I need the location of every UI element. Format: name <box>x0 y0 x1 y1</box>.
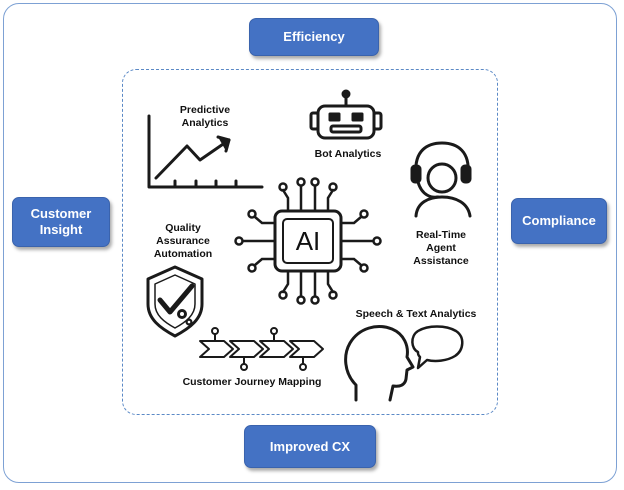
ai-chip-icon <box>234 177 382 305</box>
shield-check-icon <box>146 265 204 338</box>
head-speech-icon <box>344 325 464 402</box>
label-quality-assurance-automation: Quality Assurance Automation <box>153 222 213 260</box>
label-speech-text-analytics: Speech & Text Analytics <box>355 308 477 320</box>
inner-dashed-frame <box>122 69 498 415</box>
outer-frame <box>3 3 617 483</box>
theme-improved-cx: Improved CX <box>244 425 376 468</box>
theme-compliance: Compliance <box>511 198 607 244</box>
label-customer-journey-mapping: Customer Journey Mapping <box>182 376 322 388</box>
theme-customer-insight: Customer Insight <box>12 197 110 247</box>
robot-icon <box>309 89 383 140</box>
label-bot-analytics: Bot Analytics <box>314 148 382 160</box>
journey-arrows-icon <box>199 327 324 371</box>
theme-efficiency: Efficiency <box>249 18 379 56</box>
headset-agent-icon <box>410 141 472 218</box>
label-real-time-agent-assistance: Real-Time Agent Assistance <box>413 229 469 267</box>
label-predictive-analytics: Predictive Analytics <box>179 104 231 129</box>
ai-chip-label: AI <box>295 226 321 256</box>
line-chart-icon <box>147 114 264 189</box>
